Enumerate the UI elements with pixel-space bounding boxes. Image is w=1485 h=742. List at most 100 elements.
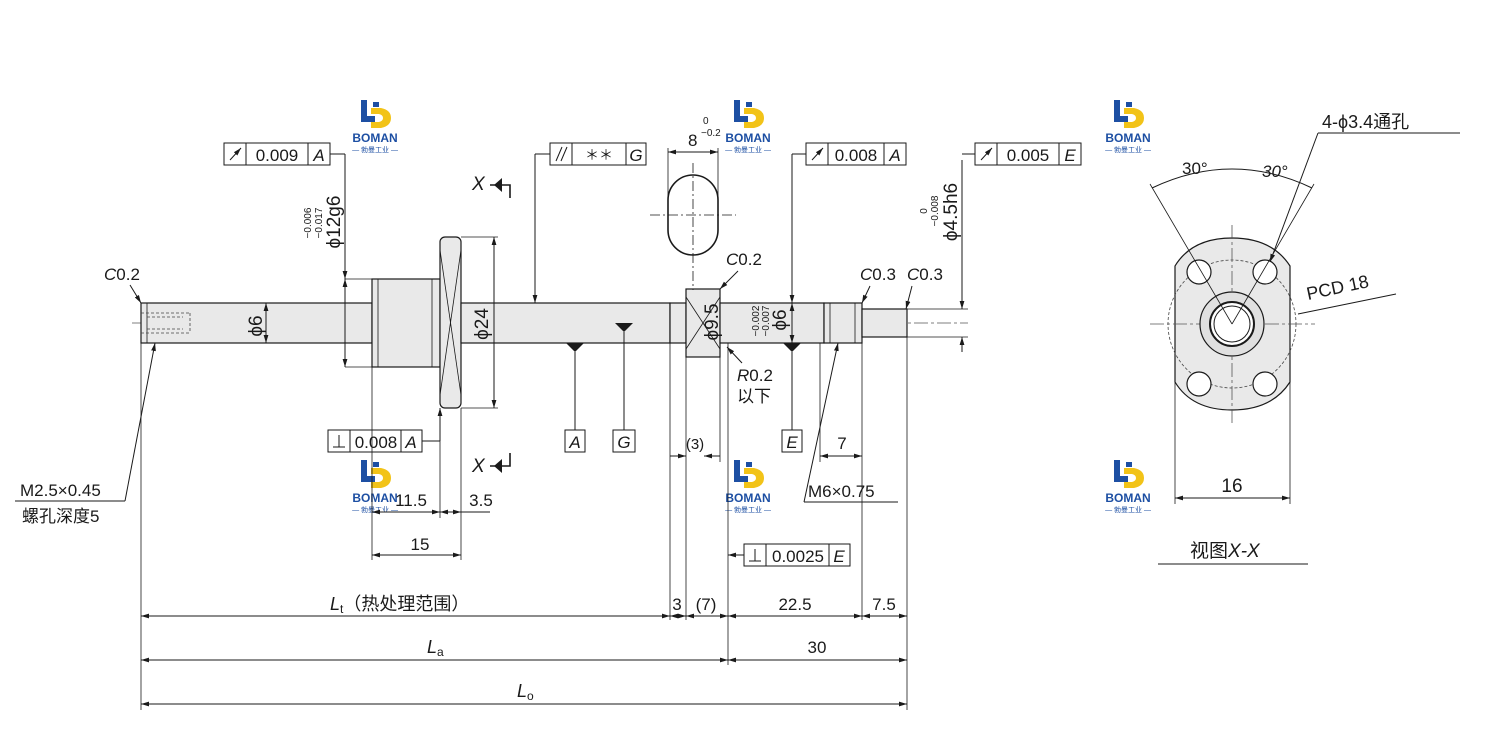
dia4-5-label: ϕ4.5h6 xyxy=(941,183,962,241)
tol-frame-right: 0.005 E xyxy=(962,142,1082,166)
view-title: 视图X-X xyxy=(1190,540,1261,562)
chamfer-notes: C0.2 C0.2 C0.3 C0.3 R0.2 以下 M2.5×0.45 螺孔… xyxy=(15,116,943,526)
svg-text:−0.017: −0.017 xyxy=(314,207,325,238)
svg-text:X: X xyxy=(471,456,486,477)
tol-frame-perp-nut: 0.008 A xyxy=(327,408,443,453)
hole-note: 4-ϕ3.4通孔 xyxy=(1322,112,1409,132)
dim-3-5: 3.5 xyxy=(469,491,493,510)
svg-text:A: A xyxy=(404,433,416,452)
dim-7: 7 xyxy=(837,434,846,453)
pcd-label: PCD 18 xyxy=(1305,271,1371,304)
svg-text:以下: 以下 xyxy=(737,387,771,406)
dia6-left-label: ϕ6 xyxy=(246,315,267,336)
tol-frame-mid: 0.008 A xyxy=(789,142,907,303)
chamfer-c03-b: C0.3 xyxy=(907,265,943,284)
boman-logo-subtext: — 勃曼工业 — xyxy=(1105,145,1151,154)
dim-7-5: 7.5 xyxy=(872,595,896,614)
chamfer-c03-a: C0.3 xyxy=(860,265,896,284)
boman-logo-text: BOMAN xyxy=(725,131,770,145)
tapped-hole xyxy=(141,312,191,334)
bolt-hole xyxy=(1252,259,1278,285)
boman-logo-text: BOMAN xyxy=(725,491,770,505)
dim-16: 16 xyxy=(1221,476,1242,497)
dia9-5-label: ϕ9.5 xyxy=(702,303,723,340)
dim-7-paren: (7) xyxy=(696,595,717,614)
svg-text:0: 0 xyxy=(703,116,709,127)
svg-text:A: A xyxy=(568,433,580,452)
boman-logo: BOMAN— 勃曼工业 — xyxy=(725,100,771,154)
svg-text:−0.007: −0.007 xyxy=(761,305,772,336)
svg-text:−0.008: −0.008 xyxy=(930,195,941,226)
svg-text:G: G xyxy=(617,433,630,452)
svg-text:E: E xyxy=(1064,146,1076,165)
datum-g-triangle xyxy=(615,323,633,332)
boman-logo-subtext: — 勃曼工业 — xyxy=(352,505,398,514)
dim-3-paren: (3) xyxy=(686,436,704,453)
svg-text:0.008: 0.008 xyxy=(835,146,878,165)
bolt-hole xyxy=(1186,259,1212,285)
boman-logo: BOMAN— 勃曼工业 — xyxy=(725,460,771,514)
dia12-label: ϕ12g6 xyxy=(324,196,345,249)
svg-text:A: A xyxy=(312,146,324,165)
boman-logo-subtext: — 勃曼工业 — xyxy=(725,505,771,514)
datum-a-triangle xyxy=(566,343,584,352)
dim-22-5: 22.5 xyxy=(778,595,811,614)
svg-text:X: X xyxy=(471,174,486,195)
angle-right: 30° xyxy=(1262,162,1288,181)
view-x-x: 30° 30° 4-ϕ3.4通孔 PCD 18 16 视图X-X xyxy=(1149,112,1460,565)
thread-depth-note: 螺孔深度5 xyxy=(22,507,99,526)
svg-text:0.005: 0.005 xyxy=(1007,146,1050,165)
support-journal xyxy=(719,302,825,344)
svg-text:0.0025: 0.0025 xyxy=(772,547,824,566)
svg-text:0: 0 xyxy=(919,208,930,214)
dia6-right-label: ϕ6 xyxy=(770,309,791,330)
width-8-label: 8 xyxy=(688,131,697,150)
nut-body xyxy=(371,278,441,368)
boman-logo-subtext: — 勃曼工业 — xyxy=(352,145,398,154)
section-marks: X X xyxy=(471,174,511,477)
thread-hole-note: M2.5×0.45 xyxy=(20,481,101,500)
tol-frame-parallel: ＊＊ G xyxy=(532,142,647,303)
dim-lt: Lt（热处理范围） xyxy=(330,594,469,616)
dia24-label: ϕ24 xyxy=(472,308,493,340)
end-pin xyxy=(861,308,908,338)
dim-lo: Lo xyxy=(517,681,534,703)
dim-la: La xyxy=(427,637,444,659)
dim-3: 3 xyxy=(672,595,681,614)
boman-logo-text: BOMAN xyxy=(1105,491,1150,505)
boman-logo-subtext: — 勃曼工业 — xyxy=(725,145,771,154)
svg-text:0.008: 0.008 xyxy=(355,433,398,452)
dim-11-5: 11.5 xyxy=(395,491,427,510)
boman-logo: BOMAN— 勃曼工业 — xyxy=(352,460,398,514)
svg-text:0.009: 0.009 xyxy=(256,146,299,165)
boman-logo: BOMAN— 勃曼工业 — xyxy=(1105,100,1151,154)
chamfer-left: C0.2 xyxy=(104,265,140,284)
linear-dims: 11.5 3.5 15 (3) 7 Lt（热处理范围） 3 (7) 22.5 7… xyxy=(140,337,908,710)
diameter-dims: ϕ6 ϕ12g6 −0.006 −0.017 ϕ24 ϕ9.5 ϕ6 −0.00… xyxy=(246,160,968,409)
datum-boxes: A G E xyxy=(564,332,803,453)
boman-logo-subtext: — 勃曼工业 — xyxy=(1105,505,1151,514)
angle-left: 30° xyxy=(1182,159,1208,178)
radius-note: R0.2 xyxy=(737,366,773,385)
svg-text:A: A xyxy=(888,146,900,165)
bolt-hole xyxy=(1252,371,1278,397)
svg-text:−0.2: −0.2 xyxy=(701,128,721,139)
chamfer-mid: C0.2 xyxy=(726,250,762,269)
tol-frame-left: 0.009 A xyxy=(223,142,348,279)
flat-section xyxy=(650,163,736,290)
angle-arc xyxy=(1151,168,1313,189)
datum-e-triangle xyxy=(783,343,801,352)
svg-text:E: E xyxy=(833,547,845,566)
thread-m6-note: M6×0.75 xyxy=(808,482,875,501)
svg-text:−0.002: −0.002 xyxy=(751,305,762,336)
tol-frame-perp-bottom: 0.0025 E xyxy=(728,543,851,567)
boman-logo-text: BOMAN xyxy=(352,131,397,145)
boman-logo-text: BOMAN xyxy=(352,491,397,505)
shaft-step xyxy=(669,302,687,344)
svg-text:＊＊: ＊＊ xyxy=(585,147,613,163)
dim-30: 30 xyxy=(808,638,827,657)
svg-text:E: E xyxy=(786,433,798,452)
boman-logo: BOMAN— 勃曼工业 — xyxy=(352,100,398,154)
svg-text:−0.006: −0.006 xyxy=(303,207,314,238)
bolt-hole xyxy=(1186,371,1212,397)
